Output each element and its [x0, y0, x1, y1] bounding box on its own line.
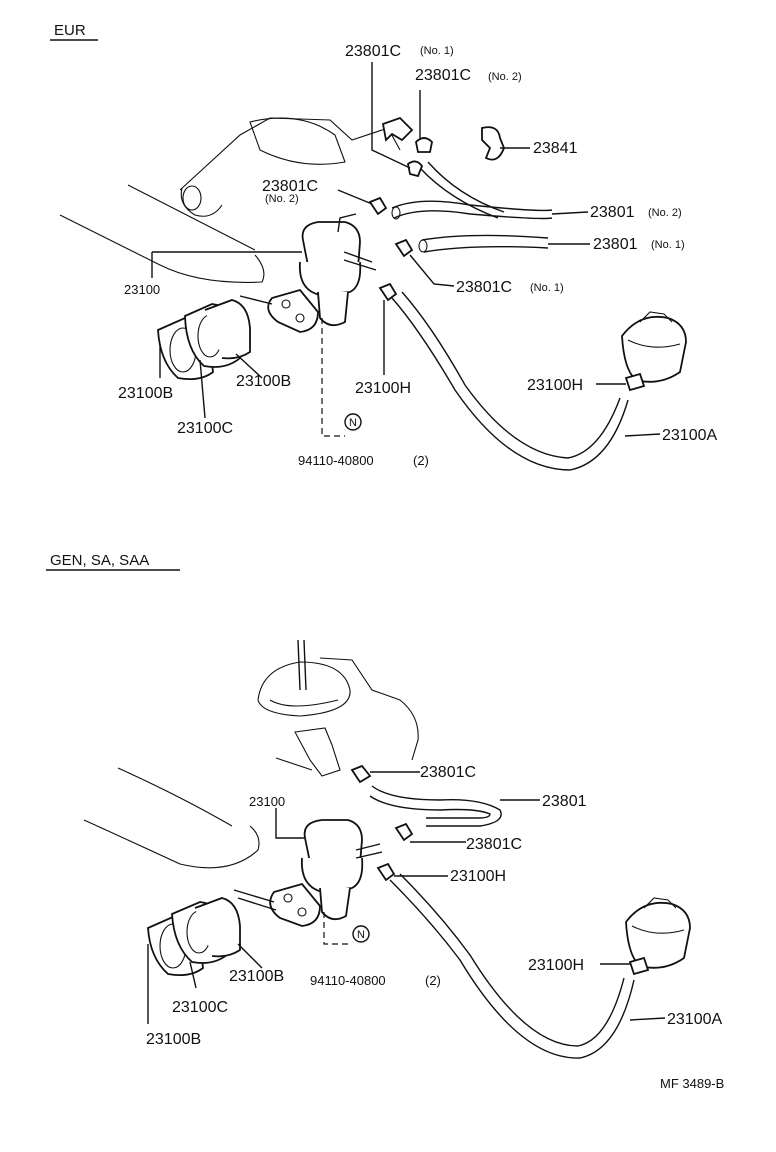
fuel-pump-eur: [239, 213, 377, 333]
gaskets-gen: [147, 897, 241, 977]
n-mark-gen: N: [357, 929, 365, 941]
label-23100h-pump-eur: 23100H: [355, 380, 411, 397]
fuel-filter-gen: [625, 897, 691, 976]
note-no2-top: (No. 2): [488, 71, 522, 83]
label-23841: 23841: [533, 140, 578, 157]
label-23100b-right-eur: 23100B: [236, 373, 291, 390]
label-23100-gen: 23100: [249, 794, 285, 809]
qty-94110-gen: (2): [425, 973, 441, 988]
n-mark-circle-gen: [352, 925, 370, 943]
label-23801c-no2-left: 23801C: [262, 178, 318, 195]
label-23100b-left-gen: 23100B: [146, 1031, 201, 1048]
label-23100c-gen: 23100C: [172, 999, 228, 1016]
label-23100a-eur: 23100A: [662, 427, 717, 444]
section-gen-title: GEN, SA, SAA: [50, 552, 149, 569]
fuel-pump-gen: [233, 819, 383, 927]
label-23801c-no1-top: 23801C: [345, 43, 401, 60]
leaders-eur: [151, 62, 661, 437]
label-23100b-right-gen: 23100B: [229, 968, 284, 985]
label-23100h-filter-gen: 23100H: [528, 957, 584, 974]
fuel-filter-eur: [621, 311, 687, 392]
label-23801-no1: 23801: [593, 236, 638, 253]
label-23100b-left-eur: 23100B: [118, 385, 173, 402]
label-23100h-filter-eur: 23100H: [527, 377, 583, 394]
label-23801-no2: 23801: [590, 204, 635, 221]
n-mark-eur: N: [349, 417, 357, 429]
leaders-gen: [147, 771, 666, 1024]
section-eur-title: EUR: [54, 22, 86, 39]
n-mark-circle-eur: [344, 413, 362, 431]
section-gen: GEN, SA, SAA: [46, 552, 722, 1059]
label-23801c-top-gen: 23801C: [420, 764, 476, 781]
clips-eur: [368, 116, 505, 302]
label-23801c-mid-gen: 23801C: [466, 836, 522, 853]
label-23100a-gen: 23100A: [667, 1011, 722, 1028]
label-23100h-pump-gen: 23100H: [450, 868, 506, 885]
engine-outline-gen: [83, 639, 419, 869]
note-no1-right: (No. 1): [530, 282, 564, 294]
note-no2-hose: (No. 2): [648, 207, 682, 219]
label-23100c-eur: 23100C: [177, 420, 233, 437]
hoses-gen: [369, 785, 635, 1059]
label-94110-eur: 94110-40800: [298, 453, 374, 468]
hoses-eur: [391, 161, 629, 471]
section-eur: EUR: [50, 22, 717, 471]
clips-gen: [350, 764, 414, 882]
label-94110-gen: 94110-40800: [310, 973, 386, 988]
label-23801-gen: 23801: [542, 793, 587, 810]
label-23801c-no1-right: 23801C: [456, 279, 512, 296]
note-no1-top: (No. 1): [420, 45, 454, 57]
note-no1-hose: (No. 1): [651, 239, 685, 251]
figure-code: MF 3489-B: [660, 1076, 724, 1091]
label-23100-eur: 23100: [124, 282, 160, 297]
label-23801c-no2-top: 23801C: [415, 67, 471, 84]
gaskets-eur: [157, 299, 251, 381]
note-no2-left: (No. 2): [265, 193, 299, 205]
qty-94110-eur: (2): [413, 453, 429, 468]
